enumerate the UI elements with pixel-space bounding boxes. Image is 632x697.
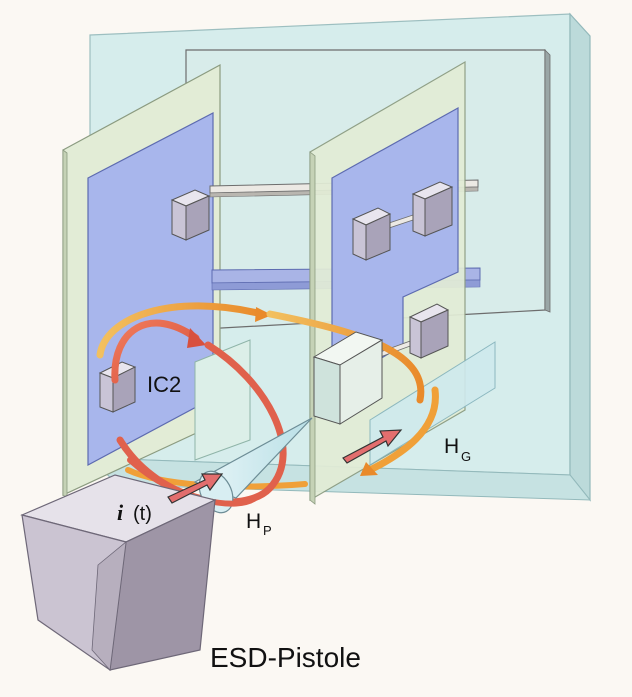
current-arg-label: (t) xyxy=(133,503,152,525)
field-hg-label: H xyxy=(444,435,459,458)
component-right-lower xyxy=(408,303,450,359)
ic2-label: IC2 xyxy=(147,372,181,397)
current-arrow-gun xyxy=(167,473,224,504)
component-right-upper xyxy=(411,181,454,237)
current-arrow-board xyxy=(342,429,403,464)
component-ic2 xyxy=(98,361,137,413)
component-left-upper xyxy=(170,189,211,241)
field-hp-label: H xyxy=(246,510,261,533)
test-block xyxy=(312,331,384,425)
esd-gun-body xyxy=(20,474,217,672)
esd-gun-caption: ESD-Pistole xyxy=(210,642,361,673)
field-hp-subscript: P xyxy=(263,523,272,538)
field-hg-subscript: G xyxy=(461,449,471,464)
current-symbol-label: i xyxy=(117,500,124,525)
component-right-left xyxy=(351,207,392,261)
